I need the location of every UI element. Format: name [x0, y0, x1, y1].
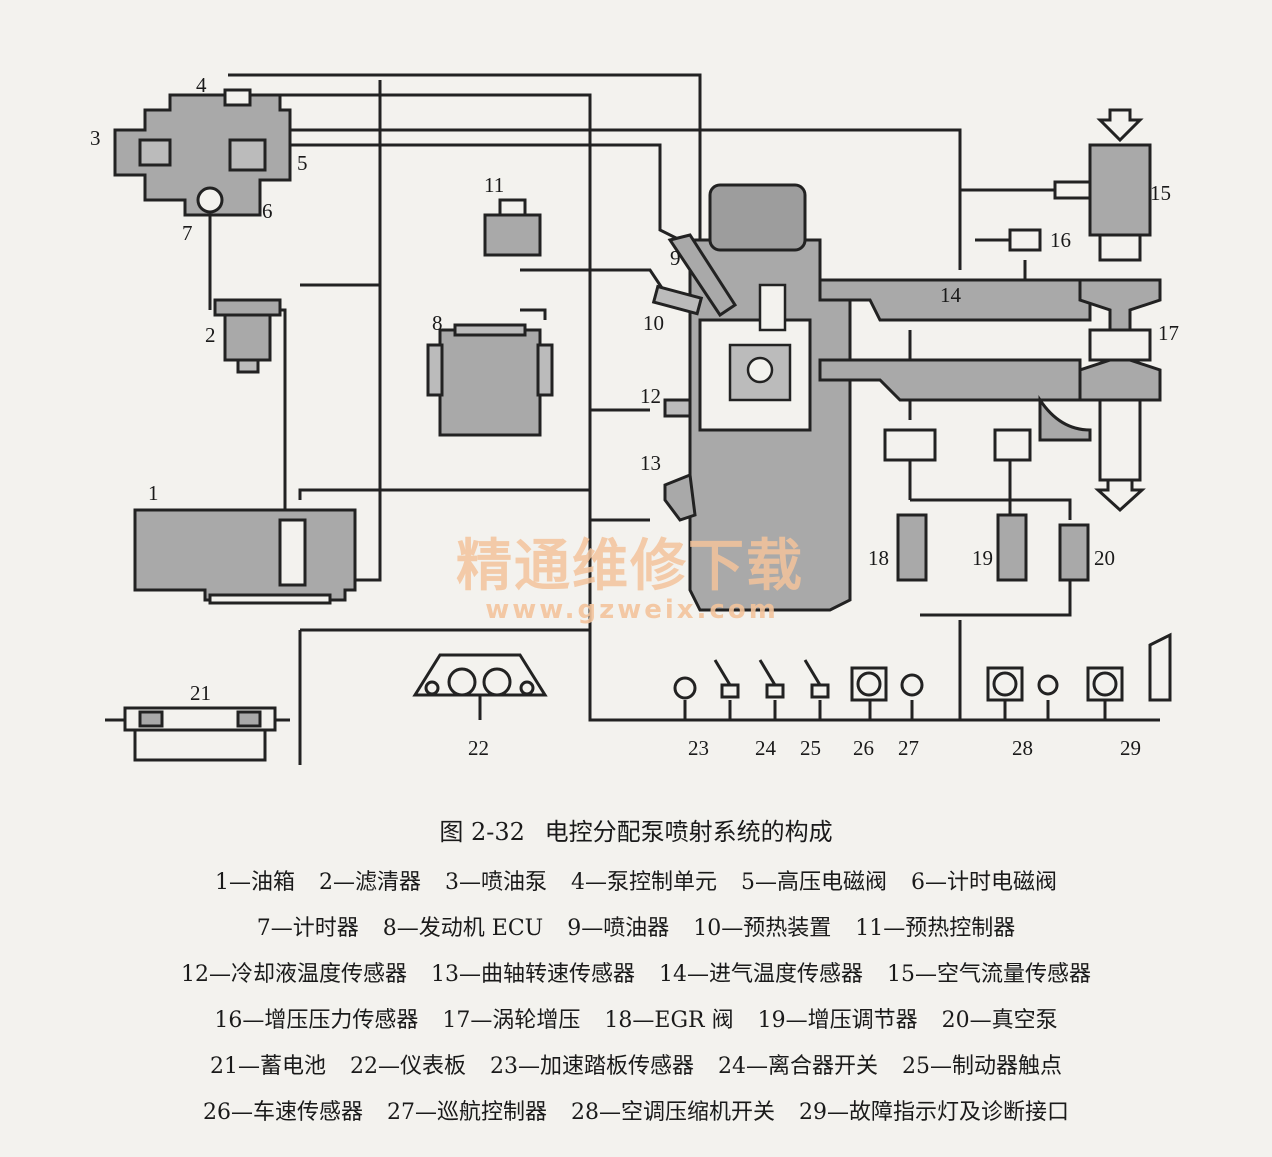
legend-item: 12—冷却液温度传感器 — [181, 962, 407, 987]
legend-item: 8—发动机 ECU — [383, 916, 543, 941]
legend-item: 21—蓄电池 — [210, 1054, 326, 1079]
legend-line: 26—车速传感器 27—巡航控制器 28—空调压缩机开关 29—故障指示灯及诊断接口 — [0, 1090, 1272, 1136]
legend-line: 7—计时器 8—发动机 ECU 9—喷油器 10—预热装置 11—预热控制器 — [0, 906, 1272, 952]
figure-title: 电控分配泵喷射系统的构成 — [545, 818, 833, 846]
label-16: 16 — [1050, 228, 1071, 252]
legend-item: 1—油箱 — [215, 870, 295, 895]
legend-item: 22—仪表板 — [350, 1054, 466, 1079]
legend-item: 20—真空泵 — [942, 1008, 1058, 1033]
legend-item: 2—滤清器 — [319, 870, 421, 895]
legend-item: 13—曲轴转速传感器 — [431, 962, 635, 987]
legend-item: 28—空调压缩机开关 — [571, 1100, 775, 1125]
label-17: 17 — [1158, 321, 1179, 345]
injection-pump — [115, 90, 290, 215]
legend-item: 17—涡轮增压 — [442, 1008, 580, 1033]
label-1: 1 — [148, 481, 159, 505]
label-4: 4 — [196, 73, 207, 97]
legend-item: 7—计时器 — [257, 916, 359, 941]
engine-ecu — [428, 325, 552, 435]
label-24: 24 — [755, 736, 777, 760]
label-8: 8 — [432, 311, 443, 335]
legend-item: 3—喷油泵 — [445, 870, 547, 895]
label-5: 5 — [297, 151, 308, 175]
instrument-panel — [415, 655, 545, 695]
label-12: 12 — [640, 384, 661, 408]
legend-item: 10—预热装置 — [693, 916, 831, 941]
label-3: 3 — [90, 126, 101, 150]
legend-item: 5—高压电磁阀 — [741, 870, 887, 895]
legend-item: 15—空气流量传感器 — [887, 962, 1091, 987]
switches-row — [675, 635, 1170, 700]
system-diagram: 精通维修下载 www.gzweix.com 1 2 3 4 5 6 7 8 9 … — [0, 0, 1272, 800]
legend-line: 12—冷却液温度传感器 13—曲轴转速传感器 14—进气温度传感器 15—空气流量传感… — [0, 952, 1272, 998]
watermark-url: www.gzweix.com — [485, 595, 779, 625]
fuel-filter — [215, 300, 280, 372]
legend-item: 29—故障指示灯及诊断接口 — [799, 1100, 1069, 1125]
label-21: 21 — [190, 681, 211, 705]
legend-item: 27—巡航控制器 — [387, 1100, 547, 1125]
label-13: 13 — [640, 451, 661, 475]
label-19: 19 — [972, 546, 993, 570]
legend-line: 21—蓄电池 22—仪表板 23—加速踏板传感器 24—离合器开关 25—制动器触点 — [0, 1044, 1272, 1090]
label-6: 6 — [262, 199, 273, 223]
label-22: 22 — [468, 736, 489, 760]
legend-item: 16—增压压力传感器 — [214, 1008, 418, 1033]
label-9: 9 — [670, 246, 681, 270]
fuel-tank — [135, 510, 355, 603]
legend-item: 19—增压调节器 — [758, 1008, 918, 1033]
label-10: 10 — [643, 311, 664, 335]
label-25: 25 — [800, 736, 821, 760]
label-15: 15 — [1150, 181, 1171, 205]
legend-item: 25—制动器触点 — [902, 1054, 1062, 1079]
label-20: 20 — [1094, 546, 1115, 570]
battery — [125, 708, 275, 760]
legend-item: 18—EGR 阀 — [604, 1008, 733, 1033]
label-29: 29 — [1120, 736, 1141, 760]
label-2: 2 — [205, 323, 216, 347]
figure-number: 图 2-32 — [439, 818, 525, 846]
legend-item: 24—离合器开关 — [718, 1054, 878, 1079]
label-27: 27 — [898, 736, 919, 760]
glow-controller — [485, 200, 540, 255]
label-26: 26 — [853, 736, 874, 760]
label-11: 11 — [484, 173, 504, 197]
legend-line: 16—增压压力传感器 17—涡轮增压 18—EGR 阀 19—增压调节器 20—真空泵 — [0, 998, 1272, 1044]
legend-item: 6—计时电磁阀 — [911, 870, 1057, 895]
legend-item: 26—车速传感器 — [203, 1100, 363, 1125]
legend-item: 4—泵控制单元 — [571, 870, 717, 895]
figure-caption: 图 2-32 电控分配泵喷射系统的构成 — [0, 812, 1272, 847]
legend-item: 9—喷油器 — [567, 916, 669, 941]
label-18: 18 — [868, 546, 889, 570]
legend-item: 14—进气温度传感器 — [659, 962, 863, 987]
legend: 1—油箱 2—滤清器 3—喷油泵 4—泵控制单元 5—高压电磁阀 6—计时电磁阀 7—计时器… — [0, 860, 1272, 1136]
watermark-cn: 精通维修下载 — [456, 534, 804, 599]
legend-item: 11—预热控制器 — [855, 916, 1015, 941]
label-14: 14 — [940, 283, 962, 307]
legend-item: 23—加速踏板传感器 — [490, 1054, 694, 1079]
legend-line: 1—油箱 2—滤清器 3—喷油泵 4—泵控制单元 5—高压电磁阀 6—计时电磁阀 — [0, 860, 1272, 906]
label-23: 23 — [688, 736, 709, 760]
label-7: 7 — [182, 221, 193, 245]
label-28: 28 — [1012, 736, 1033, 760]
